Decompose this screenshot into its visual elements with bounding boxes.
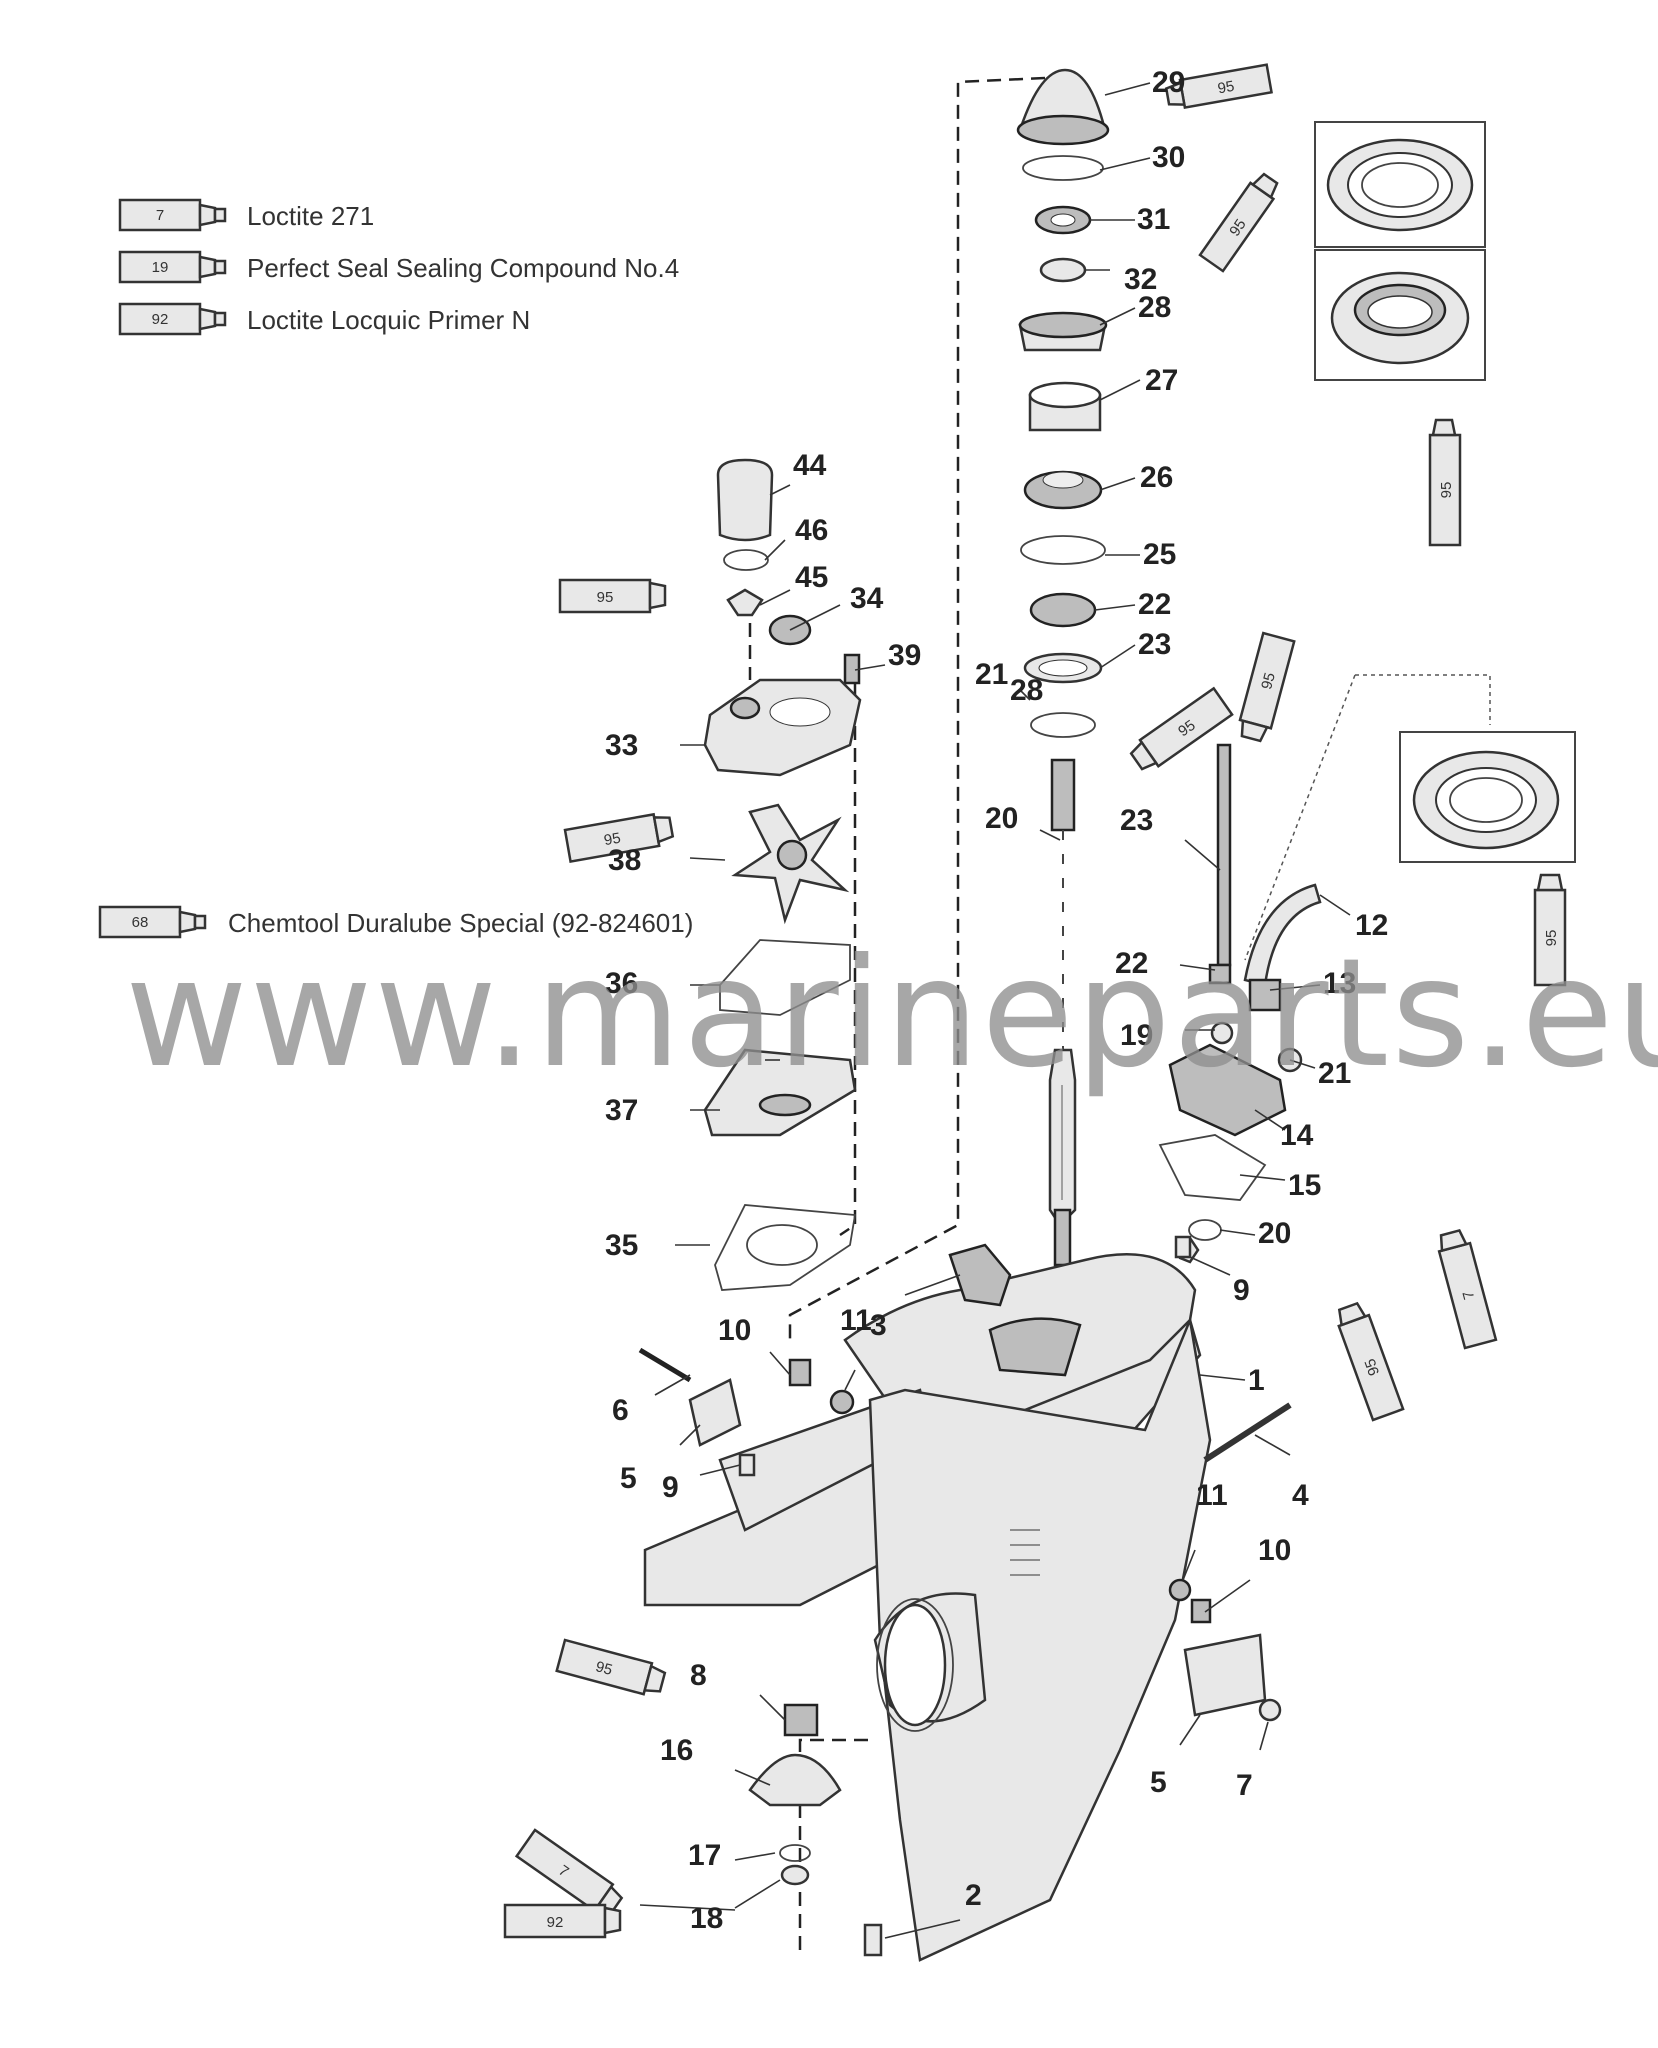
part-label-11-right: 11 bbox=[1196, 1479, 1228, 1512]
part-label-5-right: 5 bbox=[1150, 1766, 1167, 1799]
tube-code: 95 bbox=[594, 1658, 615, 1679]
part-label-43: 39 bbox=[888, 639, 921, 672]
part-label-41: 37 bbox=[605, 1094, 638, 1127]
part-label-28: 28 bbox=[1010, 674, 1043, 707]
legend-label: Perfect Seal Sealing Compound No.4 bbox=[247, 253, 679, 283]
part-label-1: 1 bbox=[1248, 1364, 1265, 1397]
part-label-9-left: 9 bbox=[662, 1471, 679, 1504]
part-label-24: 20 bbox=[985, 802, 1018, 835]
water-pump-assembly bbox=[703, 458, 862, 1291]
tube-code: 95 bbox=[1362, 1356, 1384, 1377]
part-label-26: 22 bbox=[1138, 588, 1171, 621]
legend-item-2: 19 Perfect Seal Sealing Compound No.4 bbox=[118, 250, 679, 284]
small-parts bbox=[638, 1235, 1292, 1957]
part-label-18: 18 bbox=[690, 1902, 723, 1935]
part-label-7: 7 bbox=[1236, 1769, 1253, 1802]
part-label-32: 28 bbox=[1138, 291, 1171, 324]
part-label-35: 31 bbox=[1137, 203, 1170, 236]
assembly-line-pump-2 bbox=[839, 660, 857, 1237]
part-label-38: 34 bbox=[850, 582, 884, 615]
part-label-25: 21 bbox=[975, 658, 1008, 691]
legend-code: 92 bbox=[152, 311, 169, 328]
tube-code: 95 bbox=[603, 830, 622, 850]
tube-code: 95 bbox=[1258, 671, 1279, 692]
part-label-39: 35 bbox=[605, 1229, 638, 1262]
part-label-8: 8 bbox=[690, 1659, 707, 1692]
legend-item-1: 7 Loctite 271 bbox=[118, 198, 374, 232]
bearing-inset-box-3 bbox=[1399, 731, 1576, 863]
part-label-36: 32 bbox=[1124, 263, 1157, 296]
legend-item-4: 68 Chemtool Duralube Special (92-824601) bbox=[98, 905, 693, 939]
tube-code: 95 bbox=[1226, 216, 1249, 239]
part-label-34: 30 bbox=[1152, 141, 1185, 174]
part-label-27: 23 bbox=[1138, 628, 1171, 661]
legend-code: 68 bbox=[132, 914, 149, 931]
part-label-33: 29 bbox=[1152, 66, 1185, 99]
part-label-19: 19 bbox=[1120, 1019, 1153, 1052]
part-label-37: 33 bbox=[605, 729, 638, 762]
legend-code: 7 bbox=[156, 207, 164, 224]
leader-lines bbox=[639, 82, 1351, 1939]
bearing-inset-box-1 bbox=[1314, 121, 1486, 248]
part-label-11-left: 11 bbox=[840, 1304, 872, 1337]
tube-code: 95 bbox=[1216, 78, 1235, 98]
gear-housing bbox=[643, 1253, 1212, 1962]
part-label-5-left: 5 bbox=[620, 1462, 637, 1495]
part-label-10-left: 10 bbox=[718, 1314, 751, 1347]
sealant-tubes: 95 95 95 95 95 95 95 95 bbox=[503, 63, 1567, 1939]
part-label-3: 3 bbox=[870, 1309, 887, 1342]
part-label-12: 12 bbox=[1355, 909, 1388, 942]
part-label-9-right: 9 bbox=[1233, 1274, 1250, 1307]
part-number-labels: 29 30 31 32 28 27 26 25 22 23 21 20 12 1… bbox=[605, 66, 1388, 1935]
tube-code: 95 bbox=[1438, 482, 1455, 499]
tube-code: 95 bbox=[1175, 717, 1198, 740]
legend-label: Loctite Locquic Primer N bbox=[247, 305, 530, 335]
leader-bearing-upper bbox=[1355, 674, 1491, 725]
part-label-22: 22 bbox=[1115, 947, 1148, 980]
part-label-6: 6 bbox=[612, 1394, 629, 1427]
part-label-15: 15 bbox=[1288, 1169, 1321, 1202]
tube-code: 95 bbox=[597, 589, 614, 606]
part-label-14: 14 bbox=[1280, 1119, 1314, 1152]
part-label-42: 38 bbox=[608, 844, 641, 877]
part-label-21: 21 bbox=[1318, 1057, 1351, 1090]
tube-code: 95 bbox=[1543, 930, 1560, 947]
part-label-40: 36 bbox=[605, 967, 638, 1000]
part-label-13: 13 bbox=[1323, 967, 1356, 1000]
shift-assembly bbox=[1158, 743, 1322, 1264]
watermark-text: www.marineparts.eu bbox=[125, 927, 1658, 1101]
leader-bearing-lower bbox=[1244, 674, 1356, 961]
bearing-inset-box-2 bbox=[1314, 249, 1486, 381]
part-label-31: 27 bbox=[1145, 364, 1178, 397]
legend-code: 19 bbox=[152, 259, 169, 276]
part-label-4: 4 bbox=[1292, 1479, 1309, 1512]
part-label-17: 17 bbox=[688, 1839, 721, 1872]
part-label-23: 23 bbox=[1120, 804, 1153, 837]
part-label-30: 26 bbox=[1140, 461, 1173, 494]
part-label-2: 2 bbox=[965, 1879, 982, 1912]
part-label-45: 45 bbox=[795, 561, 828, 594]
part-label-16: 16 bbox=[660, 1734, 693, 1767]
legend-item-3: 92 Loctite Locquic Primer N bbox=[118, 302, 530, 336]
legend-label: Loctite 271 bbox=[247, 201, 374, 231]
part-label-20: 20 bbox=[1258, 1217, 1291, 1250]
part-label-29: 25 bbox=[1143, 538, 1176, 571]
part-label-44: 44 bbox=[793, 449, 827, 482]
part-label-10-right: 10 bbox=[1258, 1534, 1291, 1567]
legend-label: Chemtool Duralube Special (92-824601) bbox=[228, 908, 693, 938]
tube-code: 92 bbox=[547, 1914, 564, 1931]
part-label-46: 46 bbox=[795, 514, 828, 547]
